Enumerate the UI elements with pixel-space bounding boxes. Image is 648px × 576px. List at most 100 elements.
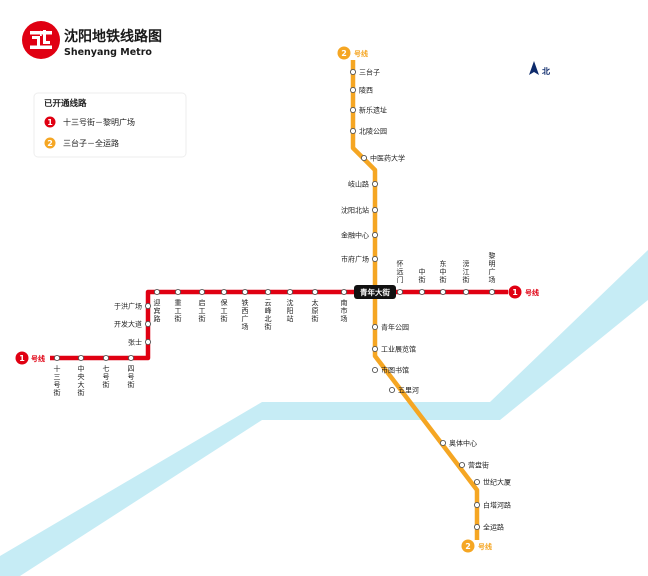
line2-south-badge: 2 号线 xyxy=(461,539,492,553)
station-marker xyxy=(198,288,206,296)
station-marker xyxy=(371,345,379,353)
metro-logo xyxy=(22,21,60,59)
line2-south-badge-number: 2 xyxy=(465,542,471,551)
legend-item-line2: 2 三台子－全运路 xyxy=(44,137,119,149)
line1-west-badge-label: 号线 xyxy=(31,354,45,363)
station-2-marker xyxy=(102,354,110,362)
station-marker xyxy=(349,127,357,135)
line2-north-badge-number: 2 xyxy=(341,49,347,58)
line1-station-label: 铁西广场 xyxy=(242,298,249,331)
station-marker xyxy=(439,439,447,447)
line2-station-label: 陵西 xyxy=(359,86,373,95)
line1-station-label: 滂江街 xyxy=(463,259,470,284)
line1-east-badge-label: 号线 xyxy=(525,288,539,297)
station-marker xyxy=(388,386,396,394)
line1-station-label: 沈阳站 xyxy=(287,298,294,323)
station-marker xyxy=(349,86,357,94)
line2-station-label: 工业展览馆 xyxy=(381,345,416,354)
station-marker xyxy=(286,288,294,296)
line1-station-label: 黎明广场 xyxy=(489,251,496,284)
line1-station-label: 东中街 xyxy=(440,259,447,284)
line1-station-label: 保工街 xyxy=(221,298,228,323)
line1-station-label: 中街 xyxy=(419,267,426,284)
line1-station-label: 于洪广场 xyxy=(114,302,142,311)
station-marker xyxy=(396,288,404,296)
station-marker xyxy=(144,338,152,346)
station-marker xyxy=(153,288,161,296)
station-marker xyxy=(349,68,357,76)
line1-station-label: 重工街 xyxy=(175,299,182,323)
line2-station-label: 市图书馆 xyxy=(381,366,409,375)
station-marker xyxy=(220,288,228,296)
station-0-marker xyxy=(53,354,61,362)
line2-north-badge: 2 号线 xyxy=(337,46,368,60)
line1-station-label: 七号街 xyxy=(103,364,110,389)
line1-east-badge-number: 1 xyxy=(512,288,518,297)
line2-north-badge-label: 号线 xyxy=(354,49,368,58)
interchange-label: 青年大街 xyxy=(360,287,390,297)
station-marker xyxy=(371,366,379,374)
line2-station-label: 五里河 xyxy=(398,387,419,395)
station-marker xyxy=(488,288,496,296)
line1-station-label: 开发大道 xyxy=(114,320,142,329)
line1-station-label: 四号街 xyxy=(128,365,135,389)
line1-west-badge: 1 号线 xyxy=(15,351,45,365)
station-marker xyxy=(340,288,348,296)
line2-station-label: 奥体中心 xyxy=(449,439,477,448)
station-marker xyxy=(462,288,470,296)
line2-station-label: 市府广场 xyxy=(341,255,369,264)
line1-station-label: 南市场 xyxy=(341,298,348,323)
line1-station-label: 云峰北街 xyxy=(265,299,272,331)
line1-station-label: 启工街 xyxy=(199,298,206,323)
station-marker xyxy=(144,320,152,328)
line2-station-label: 世纪大厦 xyxy=(483,478,511,487)
line1-east-badge: 1 号线 xyxy=(508,285,539,299)
legend-line1-label: 十三号街－黎明广场 xyxy=(63,117,135,127)
station-marker xyxy=(174,288,182,296)
line2-station-label: 白塔河路 xyxy=(483,501,511,510)
legend-item-line1: 1 十三号街－黎明广场 xyxy=(44,116,135,128)
station-marker xyxy=(371,180,379,188)
station-marker xyxy=(371,323,379,331)
station-marker xyxy=(349,106,357,114)
station-marker xyxy=(241,288,249,296)
station-marker xyxy=(473,523,481,531)
line2-station-label: 中医药大学 xyxy=(370,154,405,163)
line1-station-label: 中央大街 xyxy=(78,364,85,397)
station-marker xyxy=(473,478,481,486)
river xyxy=(0,250,648,576)
line2-station-label: 岐山路 xyxy=(348,180,369,189)
interchange-station: 青年大街 xyxy=(354,285,396,299)
line2-station-label: 北陵公园 xyxy=(359,127,387,136)
line1-station-label: 张士 xyxy=(128,338,142,347)
line1-station-label: 迎宾路 xyxy=(154,298,161,323)
north-arrow-icon xyxy=(529,61,539,75)
station-marker xyxy=(371,231,379,239)
station-marker xyxy=(458,461,466,469)
line2-station-label: 金融中心 xyxy=(341,231,369,240)
north-label: 北 xyxy=(542,66,550,76)
line1-station-label: 太原街 xyxy=(312,298,319,323)
line2-station-label: 青年公园 xyxy=(381,323,409,332)
station-marker xyxy=(144,302,152,310)
line1-station-label: 怀远门 xyxy=(397,259,404,284)
stations: 十三号街 中央大街 七号街 四号街 张士 开发大道 于洪广场 迎宾路 重工街 启工街 保工街 铁西广场… xyxy=(54,68,512,532)
legend: 已开通线路 1 十三号街－黎明广场 2 三台子－全运路 xyxy=(33,92,187,158)
station-marker xyxy=(264,288,272,296)
legend-title: 已开通线路 xyxy=(44,98,87,109)
map-title-english: Shenyang Metro xyxy=(64,47,152,58)
station-marker xyxy=(418,288,426,296)
station-3-marker xyxy=(127,354,135,362)
line2-station-label: 新乐遗址 xyxy=(359,106,387,115)
station-marker xyxy=(439,288,447,296)
station-marker xyxy=(311,288,319,296)
line2-station-label: 三台子 xyxy=(359,68,380,77)
station-marker xyxy=(473,501,481,509)
station-marker xyxy=(360,154,368,162)
line2-station-label: 沈阳北站 xyxy=(341,206,369,215)
line1-station-label: 十三号街 xyxy=(54,364,61,397)
station-1-marker xyxy=(77,354,85,362)
line2-station-label: 营盘街 xyxy=(468,461,489,470)
line2-station-label: 全运路 xyxy=(483,523,504,532)
